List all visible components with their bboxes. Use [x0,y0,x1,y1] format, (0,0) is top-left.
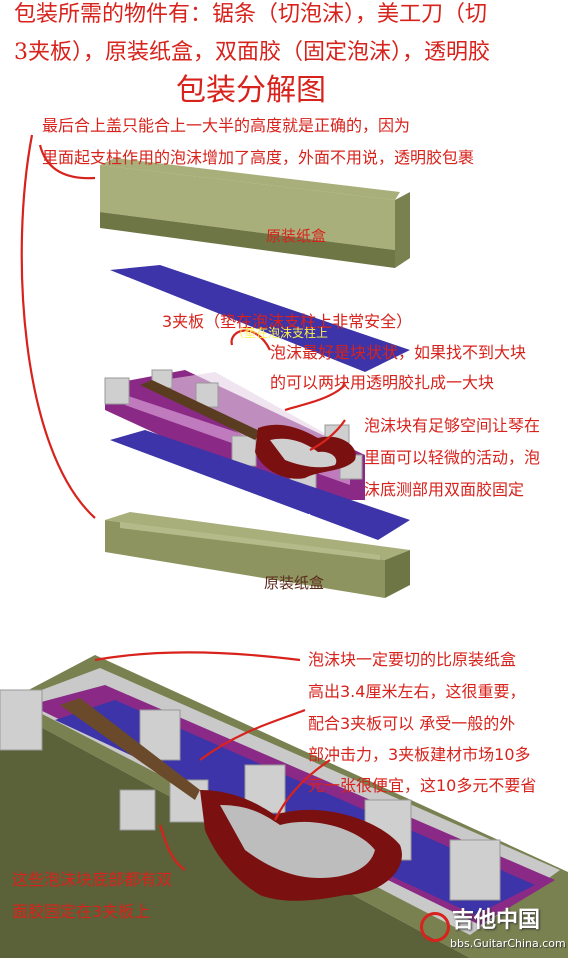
curve-arrow-left [20,134,96,519]
note-plywood-yellow: （垫在泡沫支柱上 [232,326,329,340]
watermark-logo: 吉他中国 [452,908,541,933]
note-cut-line-5: 元一张很便宜，这10多元不要省 [308,776,537,795]
note-foam-line-1: 泡沫最好是块状状，如果找不到大块 [270,343,527,362]
assembled-guitar [60,698,402,901]
plywood-sheet-bottom [110,430,410,540]
label-box-lid: 原装纸盒 [266,227,327,245]
arrow-foam [284,384,346,412]
curve-arrow-lid [38,144,96,180]
guitarchina-logo-icon [420,912,450,942]
arrow-bottom [158,824,186,871]
note-cut-line-1: 泡沫块一定要切的比原装纸盒 [308,650,517,669]
annotation-arrows [20,134,346,871]
arrow-cut-3 [274,759,331,821]
watermark-url: bbs.GuitarChina.com [450,937,566,950]
note-plywood-top: 3夹板（垫在泡沫支柱上非常安全） [162,312,413,331]
note-bottom-line-1: 这些泡沫块底部都有双 [12,870,173,889]
header-line-2: 3夹板），原装纸盒，双面胶（固定泡沫），透明胶 [14,40,490,65]
box-base [105,512,410,598]
arrow-cut-2 [199,708,306,761]
note-top-line-2: 里面起支柱作用的泡沫增加了高度，外面不用说，透明胶包裹 [42,148,475,167]
note-top-line-1: 最后合上盖只能合上一大半的高度就是正确的，因为 [42,116,411,135]
note-space-line-1: 泡沫块有足够空间让琴在 [364,416,541,435]
plywood-sheet-top [110,265,410,372]
guitar-middle [140,380,356,479]
note-bottom-line-2: 面胶固定在3夹板上 [12,902,151,921]
note-cut-line-2: 高出3.4厘米左右，这很重要， [308,682,526,701]
arrow-plywood [230,329,271,351]
note-space-line-2: 里面可以轻微的活动，泡 [364,448,541,467]
arrow-space [309,419,346,451]
label-box-base: 原装纸盒 [264,574,325,592]
note-cut-line-4: 部冲击力，3夹板建材市场10多 [308,745,531,764]
label-plywood-bottom: 3夹板 [272,512,312,530]
header-line-1: 包装所需的物件有：锯条（切泡沫），美工刀（切 [14,2,488,27]
diagram-title: 包装分解图 [176,73,326,108]
note-space-line-3: 沫底测部用双面胶固定 [364,480,525,499]
note-foam-line-2: 的可以两块用透明胶扎成一大块 [270,373,495,392]
note-cut-line-3: 配合3夹板可以 承受一般的外 [308,714,516,733]
arrow-cut-1 [94,651,301,662]
box-lid [100,158,410,268]
